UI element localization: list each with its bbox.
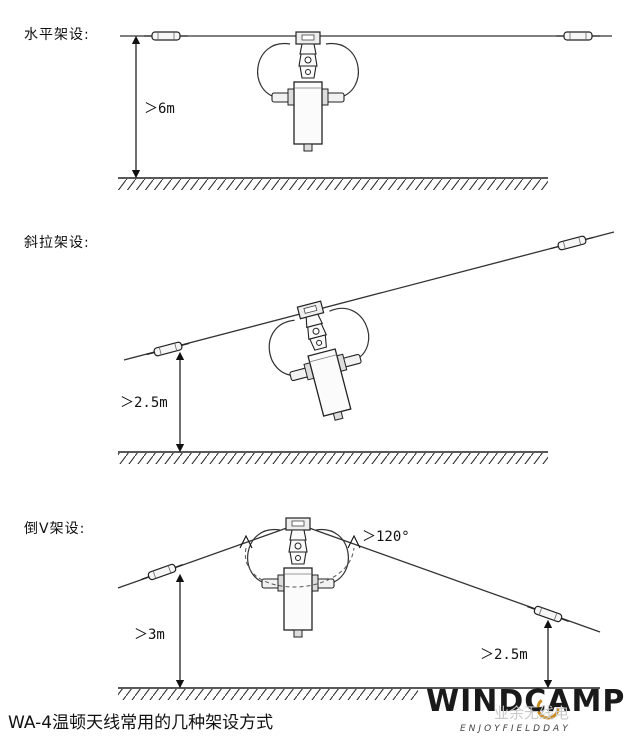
horizontal-setup — [118, 31, 612, 190]
section-title-horizontal: 水平架设: — [24, 27, 90, 43]
section-title-slanted: 斜拉架设: — [24, 235, 90, 251]
brand-name: WINDCAMP — [426, 684, 626, 719]
figure-caption: WA-4温顿天线常用的几种架设方式 — [8, 713, 274, 733]
height-label-inverted-v-left: ＞3m — [134, 627, 165, 643]
watermark: 业余无线电 — [494, 704, 570, 722]
angle-label: ＞120° — [362, 529, 410, 545]
brand-tagline: ENJOYFIELDDAY — [460, 724, 571, 734]
height-label-horizontal: ＞6m — [144, 101, 175, 117]
slanted-setup — [118, 231, 615, 464]
section-title-inverted-v: 倒V架设: — [24, 521, 86, 537]
inverted-v-setup — [117, 517, 601, 700]
height-label-slanted: ＞2.5m — [120, 395, 168, 411]
brand-logo-mark — [536, 696, 560, 720]
height-label-inverted-v-right: ＞2.5m — [480, 647, 528, 663]
